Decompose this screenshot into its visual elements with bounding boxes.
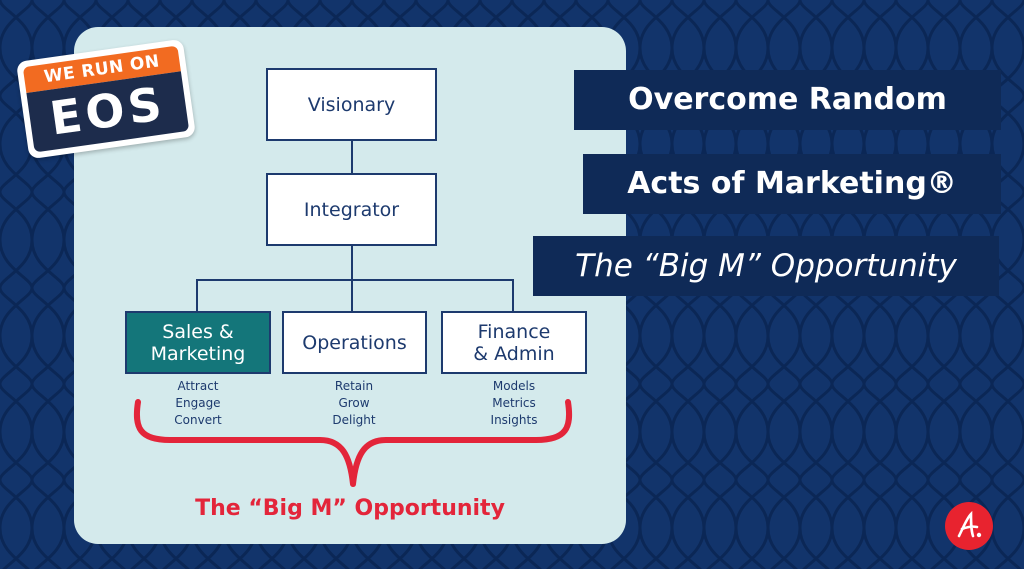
finance-admin-box: Finance & Admin [441,311,587,374]
list-item: Convert [174,413,222,427]
list-item: Metrics [492,396,536,410]
visionary-box: Visionary [266,68,437,141]
list-item: Attract [177,379,219,393]
connector-horizontal [196,279,514,281]
connector-sales [196,279,198,312]
list-item: Models [492,379,536,393]
sales-marketing-box: Sales & Marketing [125,311,271,374]
headline-line-3: The “Big M” Opportunity [533,236,999,296]
curly-brace [133,399,573,487]
finance-admin-items: Models Metrics Insights [449,378,579,429]
operations-label: Operations [302,331,407,354]
finance-admin-label-2: & Admin [473,342,555,365]
list-item: Grow [338,396,370,410]
sales-marketing-items: Attract Engage Convert [133,378,263,429]
list-item: Engage [175,396,221,410]
visionary-label: Visionary [307,93,396,116]
big-m-caption: The “Big M” Opportunity [195,496,505,521]
integrator-label: Integrator [303,198,400,221]
connector-integrator-down [351,245,353,281]
sales-marketing-label-2: Marketing [150,342,246,365]
list-item: Retain [334,379,374,393]
list-item: Delight [332,413,376,427]
connector-operations [351,279,353,312]
headline-line-1: Overcome Random [574,70,1001,130]
headline-line-2: Acts of Marketing® [583,154,1001,214]
connector-visionary-integrator [351,140,353,174]
sales-marketing-label-1: Sales & [162,320,234,343]
integrator-box: Integrator [266,173,437,246]
operations-box: Operations [282,311,427,374]
connector-finance [512,279,514,312]
operations-items: Retain Grow Delight [289,378,419,429]
list-item: Insights [490,413,538,427]
finance-admin-label-1: Finance [477,320,551,343]
a-logo-icon [945,502,993,550]
